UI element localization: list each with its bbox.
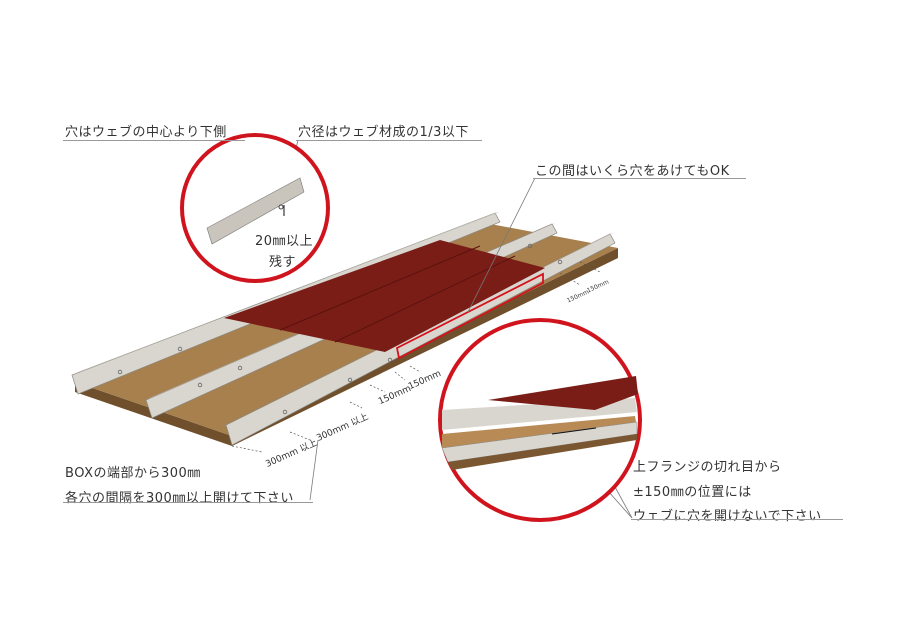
callout-flange-3: ウェブに穴を開けないで下さい (633, 509, 822, 524)
callout-leave-20mm-1: 20㎜以上 (255, 234, 314, 249)
underline (533, 178, 746, 179)
free-hole-zone-highlight (395, 272, 544, 360)
underline (63, 140, 245, 141)
underline (296, 140, 482, 141)
dimension-lines (231, 261, 601, 453)
panel-ribs (279, 245, 516, 343)
underline (631, 519, 843, 520)
callout-box-end-1: BOXの端部から300㎜ (65, 466, 201, 481)
callout-hole-below-center: 穴はウェブの中心より下側 (65, 125, 227, 140)
callout-box-end-2: 各穴の間隔を300㎜以上開けて下さい (65, 491, 294, 506)
detail-circle-hole-position (180, 133, 330, 283)
roof-panel (224, 240, 545, 352)
callout-flange-1: 上フランジの切れ目から (633, 460, 782, 475)
underline (63, 502, 313, 503)
callout-flange-2: ±150㎜の位置には (633, 485, 752, 500)
callout-free-zone: この間はいくら穴をあけてもOK (535, 164, 730, 179)
callout-leave-20mm-2: 残す (269, 255, 297, 270)
callout-hole-diameter: 穴径はウェブ材成の1/3以下 (298, 125, 469, 140)
detail-circle-flange-cut (438, 318, 642, 522)
